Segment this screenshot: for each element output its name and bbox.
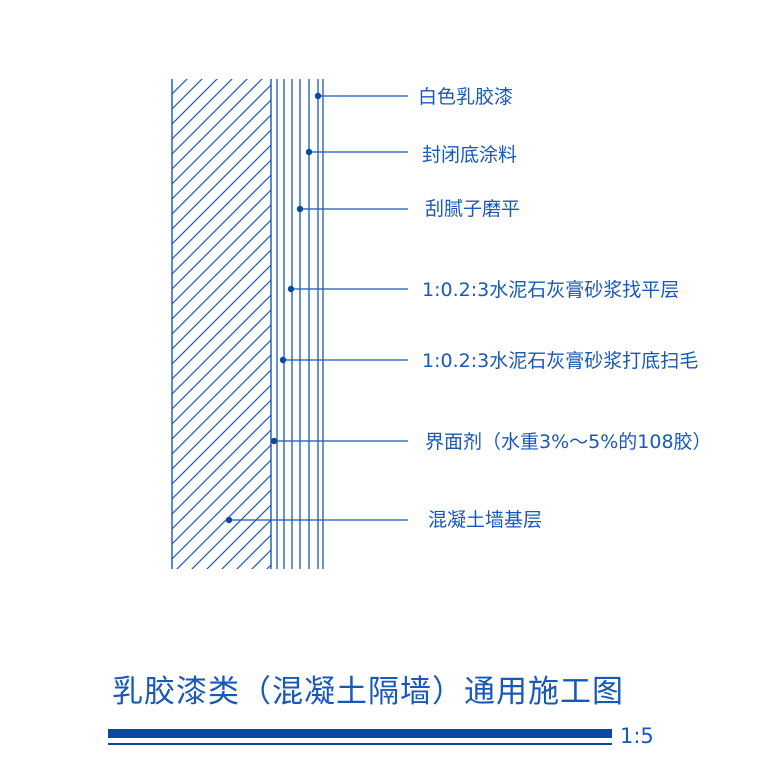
hatch-line bbox=[172, 219, 271, 320]
hatch-line bbox=[172, 339, 271, 440]
layer-label-concrete-base: 混凝土墙基层 bbox=[428, 509, 542, 531]
hatch-line bbox=[191, 489, 271, 569]
hatch-line bbox=[172, 79, 173, 80]
leader-leveling-coat: 1:0.2:3水泥石灰膏砂浆找平层 bbox=[287, 278, 679, 301]
hatch-line bbox=[176, 474, 271, 569]
layer-lines bbox=[276, 79, 324, 569]
drawing-scale: 1:5 bbox=[620, 724, 654, 748]
hatch-line bbox=[172, 580, 271, 679]
leader-dot bbox=[296, 205, 304, 213]
hatch-line bbox=[172, 189, 271, 290]
leader-dot bbox=[314, 92, 322, 100]
hatch-line bbox=[172, 444, 271, 545]
layer-label-leveling-coat: 1:0.2:3水泥石灰膏砂浆找平层 bbox=[422, 278, 679, 301]
drawing-title: 乳胶漆类（混凝土隔墙）通用施工图 bbox=[112, 674, 624, 710]
hatch-line bbox=[172, 429, 271, 530]
leader-base-coat: 1:0.2:3水泥石灰膏砂浆打底扫毛 bbox=[279, 349, 698, 372]
hatch-line bbox=[172, 384, 271, 485]
hatch-line bbox=[172, 414, 271, 515]
hatch-line bbox=[172, 159, 271, 260]
hatch-line bbox=[172, 79, 263, 170]
layer-label-interface-agent: 界面剂（水重3%～5%的108胶） bbox=[425, 431, 712, 453]
hatch-line bbox=[172, 354, 271, 455]
leader-white-latex-paint: 白色乳胶漆 bbox=[314, 86, 513, 108]
hatch-line bbox=[172, 99, 271, 200]
hatch-line bbox=[206, 504, 271, 569]
leader-putty: 刮腻子磨平 bbox=[296, 198, 520, 220]
hatch-line bbox=[251, 549, 271, 569]
hatch-line bbox=[172, 79, 233, 140]
hatch-line bbox=[172, 249, 271, 350]
hatch-line bbox=[172, 84, 271, 185]
hatch-line bbox=[172, 79, 188, 95]
hatch-line bbox=[266, 564, 271, 569]
leader-interface-agent: 界面剂（水重3%～5%的108胶） bbox=[270, 431, 712, 453]
hatch-line bbox=[172, 264, 271, 365]
title-underline-thick bbox=[108, 729, 612, 738]
hatch-line bbox=[236, 534, 271, 569]
layer-label-base-coat: 1:0.2:3水泥石灰膏砂浆打底扫毛 bbox=[422, 349, 698, 372]
leader-dot bbox=[305, 148, 313, 156]
leader-dot bbox=[279, 356, 287, 364]
hatch-line bbox=[172, 79, 203, 110]
concrete-wall-hatch bbox=[172, 79, 271, 679]
hatch-line bbox=[172, 174, 271, 275]
hatch-line bbox=[172, 309, 271, 410]
hatch-line bbox=[172, 144, 271, 245]
leader-dot bbox=[287, 285, 295, 293]
hatch-line bbox=[172, 294, 271, 395]
layer-label-white-latex-paint: 白色乳胶漆 bbox=[418, 86, 513, 108]
layer-label-putty: 刮腻子磨平 bbox=[425, 198, 520, 220]
leader-dot bbox=[225, 516, 233, 524]
hatch-line bbox=[172, 79, 218, 125]
hatch-line bbox=[172, 114, 271, 215]
hatch-line bbox=[172, 459, 271, 560]
hatch-line bbox=[172, 399, 271, 500]
leader-sealing-primer: 封闭底涂料 bbox=[305, 144, 517, 166]
hatch-line bbox=[172, 324, 271, 425]
hatch-line bbox=[221, 519, 271, 569]
hatch-line bbox=[172, 369, 271, 470]
hatch-line bbox=[172, 279, 271, 380]
leader-dot bbox=[270, 437, 278, 445]
hatch-line bbox=[172, 79, 248, 155]
layer-label-sealing-primer: 封闭底涂料 bbox=[422, 144, 517, 166]
hatch-line bbox=[172, 234, 271, 335]
leader-concrete-base: 混凝土墙基层 bbox=[225, 509, 542, 531]
hatch-line bbox=[172, 129, 271, 230]
hatch-line bbox=[172, 204, 271, 305]
